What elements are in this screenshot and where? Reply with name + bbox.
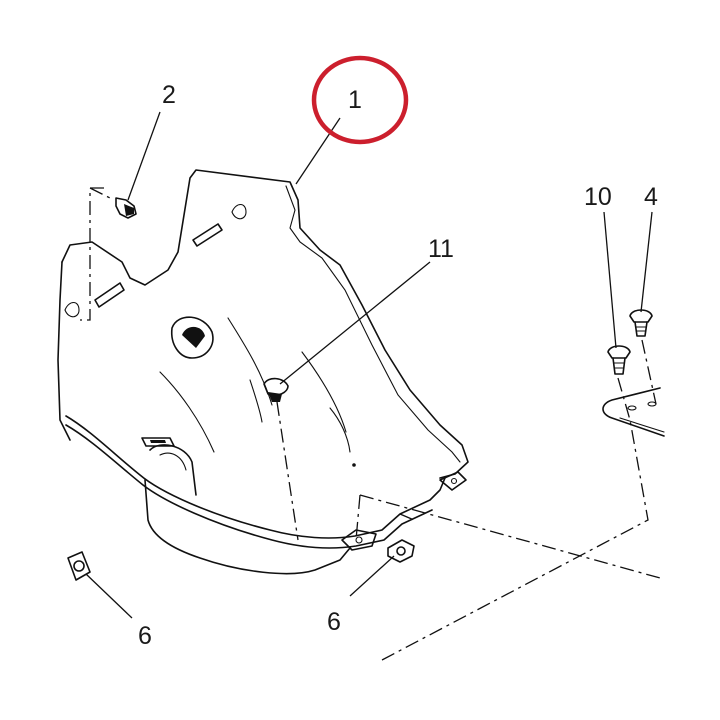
highlight-ring xyxy=(311,55,409,145)
callout-6-center: 6 xyxy=(327,608,341,636)
callout-2: 2 xyxy=(162,81,176,109)
leader-lines xyxy=(85,111,653,619)
callout-10: 10 xyxy=(584,183,612,211)
skid-plate-cover xyxy=(57,169,469,575)
assembly-lines xyxy=(80,187,661,661)
clip-nut-6-left xyxy=(67,551,91,581)
callout-4: 4 xyxy=(644,183,658,211)
plug-11 xyxy=(263,377,289,402)
callout-1: 1 xyxy=(348,86,362,114)
bolt-10 xyxy=(607,345,631,375)
callout-11: 11 xyxy=(428,235,454,263)
callout-6-left: 6 xyxy=(138,622,152,650)
clip-nut-6-center xyxy=(387,539,415,563)
bolt-4 xyxy=(629,309,653,337)
fastener-2 xyxy=(115,197,137,219)
frame-bracket xyxy=(602,387,665,437)
